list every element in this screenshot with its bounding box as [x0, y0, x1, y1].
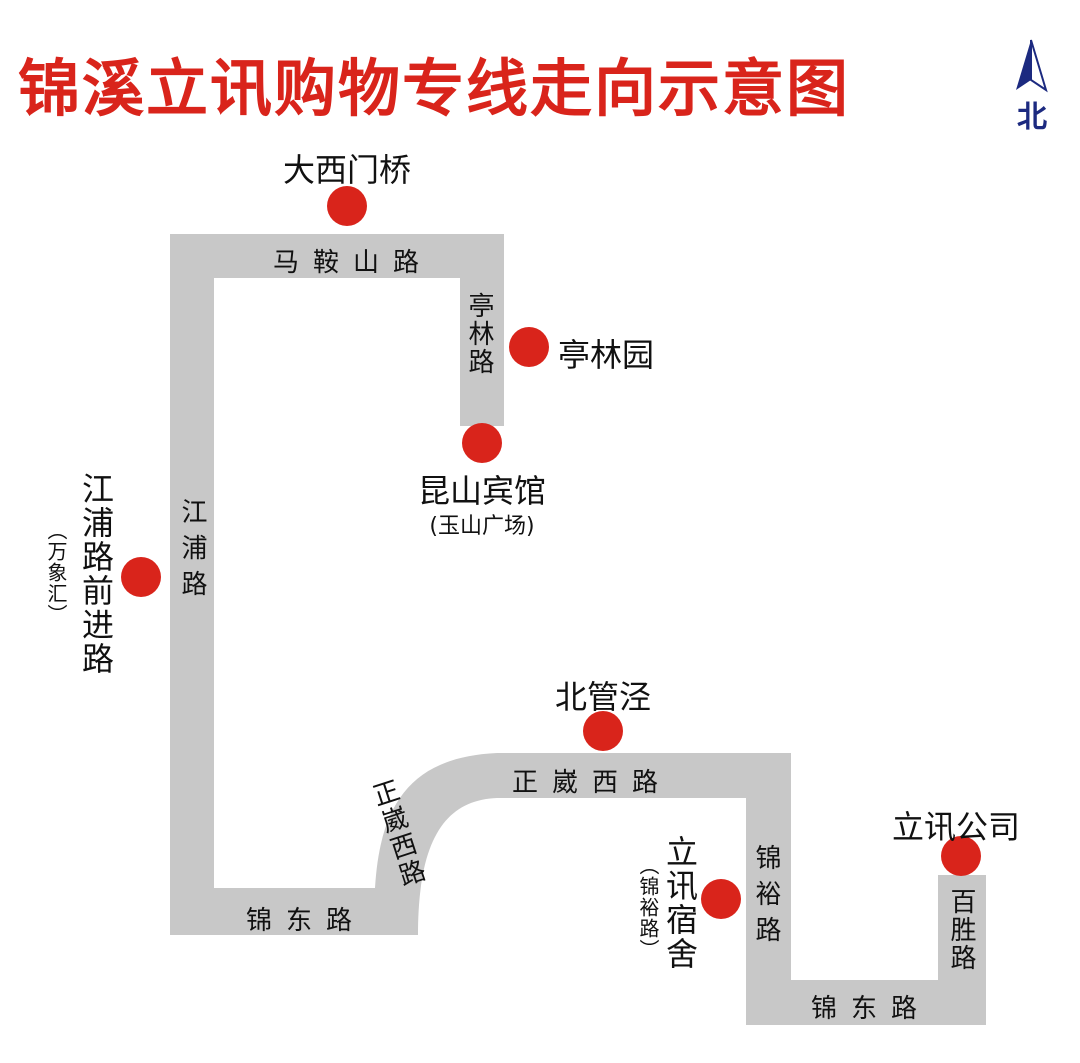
stop-sublabel-jiangpu-qianjin: （万象汇） [44, 520, 68, 625]
stop-label-kunshan-hotel: 昆山宾馆 [417, 472, 546, 510]
stop-label-luxshare-company: 立讯公司 [892, 808, 1021, 846]
stop-label-luxshare-dorm: 立讯宿舍 [661, 835, 699, 971]
map-title: 锦溪立讯购物专线走向示意图 [18, 52, 851, 125]
stop-dot-daximen [327, 186, 367, 226]
stop-dot-beiguanjing [583, 711, 623, 751]
road-label-zhengwei-top: 正崴西路 [512, 768, 673, 798]
stop-dot-tinglinyuan [509, 327, 549, 367]
road-label-jinyu: 锦裕路 [751, 844, 781, 952]
stop-dot-luxshare-dorm [701, 879, 741, 919]
stop-label-beiguanjing: 北管泾 [554, 678, 651, 716]
north-label: 北 [1017, 100, 1047, 135]
road-label-jiangpu: 江浦路 [177, 498, 207, 606]
stop-label-jiangpu-qianjin: 江浦路前进路 [77, 472, 115, 676]
road-label-baisheng: 百胜路 [946, 888, 976, 972]
stop-sublabel-kunshan-hotel: (玉山广场) [429, 514, 535, 539]
stop-label-daximen: 大西门桥 [282, 151, 411, 189]
north-arrow-icon [1016, 39, 1048, 93]
road-label-jindong-west: 锦东路 [246, 906, 367, 936]
stop-dot-kunshan-hotel [462, 423, 502, 463]
road-label-tinglin: 亭林路 [464, 292, 494, 376]
road-label-jindong-east: 锦东路 [811, 994, 932, 1024]
road-label-maanshan: 马鞍山路 [273, 248, 434, 278]
stop-dot-jiangpu-qianjin [121, 557, 161, 597]
stop-dot-luxshare-company [941, 836, 981, 876]
route-road-band [170, 234, 986, 1025]
stop-label-tinglinyuan: 亭林园 [558, 336, 655, 374]
stop-sublabel-luxshare-dorm: （锦裕路） [636, 855, 660, 960]
